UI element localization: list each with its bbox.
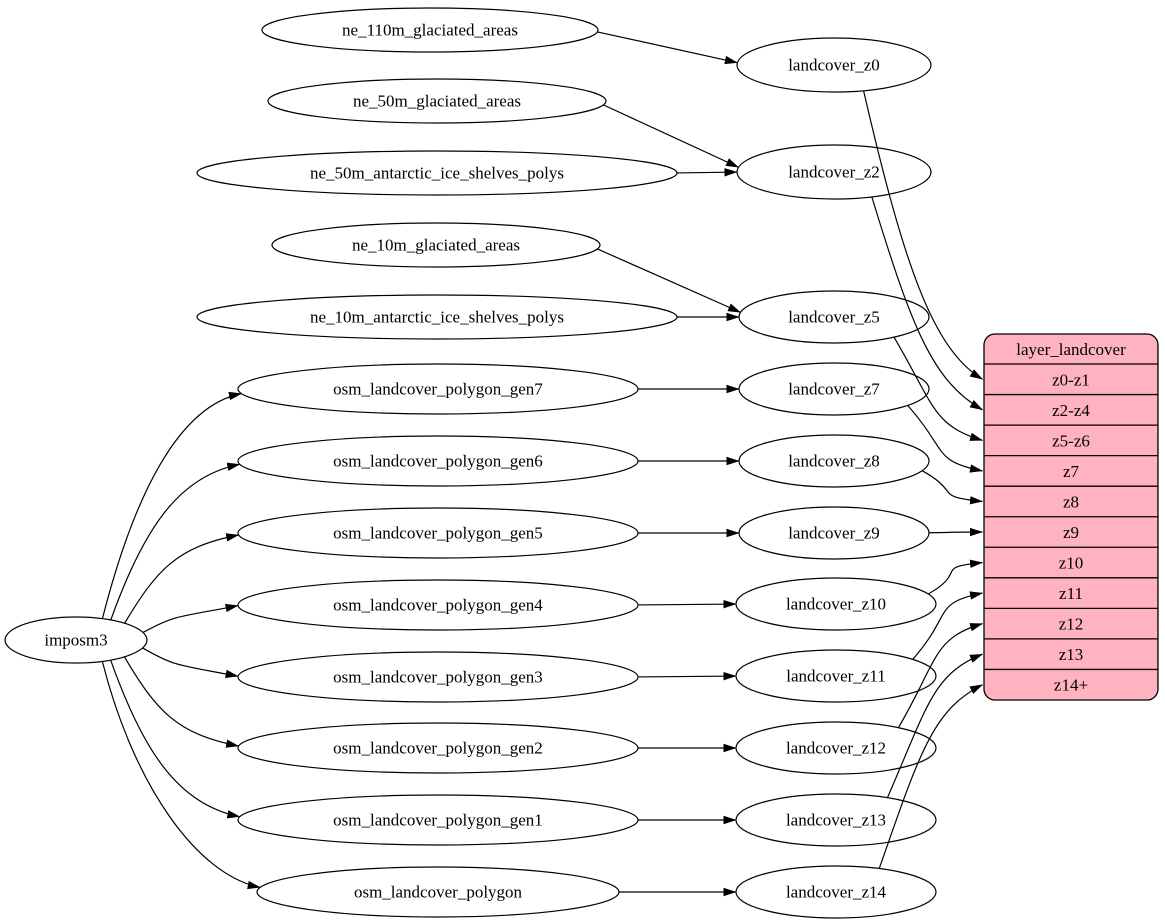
edge-landcover_z8-to-layer_landcover-z8 — [921, 470, 983, 505]
edge-landcover_z2-to-layer_landcover-z2-z4 — [871, 196, 983, 411]
node-landcover_z14: landcover_z14 — [735, 865, 937, 919]
node-label: landcover_z7 — [788, 380, 880, 399]
node-label: ne_10m_antarctic_ice_shelves_polys — [310, 308, 564, 327]
node-label: landcover_z14 — [786, 883, 887, 902]
edge-imposm3-to-osm_landcover_polygon_gen1 — [110, 659, 241, 819]
edge-imposm3-to-osm_landcover_polygon — [101, 661, 261, 890]
node-label: osm_landcover_polygon_gen2 — [333, 739, 543, 758]
node-landcover_z5: landcover_z5 — [738, 290, 930, 344]
node-osm_landcover_polygon_gen4: osm_landcover_polygon_gen4 — [237, 579, 639, 631]
node-ellipse — [736, 37, 932, 93]
record-row-z12: z12 — [1059, 615, 1084, 634]
record-row-z2-z4: z2-z4 — [1052, 401, 1090, 420]
node-landcover_z10: landcover_z10 — [735, 577, 937, 631]
edge-ne_10m_glaciated_areas-to-landcover_z5 — [597, 248, 741, 313]
edge-landcover_z12-to-layer_landcover-z12 — [897, 623, 983, 728]
edge-imposm3-to-osm_landcover_polygon_gen2 — [123, 656, 240, 748]
node-landcover_z13: landcover_z13 — [735, 793, 937, 847]
node-landcover_z0: landcover_z0 — [736, 37, 932, 93]
node-label: ne_50m_antarctic_ice_shelves_polys — [310, 164, 564, 183]
node-label: osm_landcover_polygon — [354, 883, 523, 902]
record-row-z8: z8 — [1063, 492, 1079, 511]
node-label: ne_110m_glaciated_areas — [342, 21, 518, 40]
node-ne_10m_glaciated_areas: ne_10m_glaciated_areas — [271, 222, 601, 268]
node-label: landcover_z5 — [788, 308, 880, 327]
record-row-z11: z11 — [1059, 584, 1083, 603]
edge-ne_110m_glaciated_areas-to-landcover_z0 — [597, 31, 738, 65]
node-osm_landcover_polygon: osm_landcover_polygon — [256, 866, 620, 918]
node-osm_landcover_polygon_gen3: osm_landcover_polygon_gen3 — [237, 651, 639, 703]
edge-landcover_z5-to-layer_landcover-z5-z6 — [893, 336, 983, 441]
edge-ne_50m_antarctic_ice_shelves_polys-to-landcover_z2 — [676, 168, 738, 177]
node-osm_landcover_polygon_gen1: osm_landcover_polygon_gen1 — [237, 794, 639, 846]
node-label: osm_landcover_polygon_gen4 — [333, 596, 543, 615]
node-label: imposm3 — [44, 631, 107, 650]
node-landcover_z2: landcover_z2 — [736, 144, 932, 200]
record-row-z7: z7 — [1063, 462, 1080, 481]
edge-landcover_z0-to-layer_landcover-z0-z1 — [863, 90, 983, 380]
record-row-z5-z6: z5-z6 — [1052, 431, 1090, 450]
node-label: ne_50m_glaciated_areas — [353, 92, 521, 111]
node-osm_landcover_polygon_gen2: osm_landcover_polygon_gen2 — [237, 722, 639, 774]
edge-landcover_z7-to-layer_landcover-z7 — [907, 405, 983, 473]
record-title: layer_landcover — [1016, 340, 1126, 359]
edge-imposm3-to-osm_landcover_polygon_gen6 — [110, 462, 241, 621]
node-label: landcover_z0 — [788, 56, 880, 75]
record-row-z9: z9 — [1063, 523, 1079, 542]
node-label: landcover_z8 — [788, 452, 880, 471]
node-landcover_z7: landcover_z7 — [738, 362, 930, 416]
node-label: osm_landcover_polygon_gen1 — [333, 811, 543, 830]
node-osm_landcover_polygon_gen7: osm_landcover_polygon_gen7 — [237, 363, 639, 415]
node-ellipse — [4, 616, 148, 664]
node-label: ne_10m_glaciated_areas — [352, 236, 520, 255]
edge-osm_landcover_polygon_gen4-to-landcover_z10 — [637, 599, 737, 609]
node-landcover_z9: landcover_z9 — [738, 506, 930, 560]
record-row-z14+: z14+ — [1054, 676, 1088, 695]
node-label: osm_landcover_polygon_gen6 — [333, 452, 543, 471]
edge-imposm3-to-osm_landcover_polygon_gen5 — [124, 533, 240, 624]
record-row-z10: z10 — [1059, 554, 1084, 573]
node-landcover_z8: landcover_z8 — [738, 434, 930, 488]
node-landcover_z11: landcover_z11 — [735, 649, 937, 703]
node-label: osm_landcover_polygon_gen3 — [333, 668, 543, 687]
node-label: osm_landcover_polygon_gen5 — [333, 524, 543, 543]
node-label: landcover_z11 — [786, 667, 885, 686]
node-label: osm_landcover_polygon_gen7 — [333, 380, 543, 399]
node-osm_landcover_polygon_gen5: osm_landcover_polygon_gen5 — [237, 507, 639, 559]
node-ellipse — [271, 222, 601, 268]
node-label: landcover_z10 — [786, 595, 886, 614]
record-row-z0-z1: z0-z1 — [1052, 370, 1090, 389]
edge-imposm3-to-osm_landcover_polygon_gen7 — [101, 391, 242, 619]
node-imposm3: imposm3 — [4, 616, 148, 664]
node-ne_10m_antarctic_ice_shelves_polys: ne_10m_antarctic_ice_shelves_polys — [196, 294, 678, 340]
node-label: landcover_z9 — [788, 524, 880, 543]
node-ne_110m_glaciated_areas: ne_110m_glaciated_areas — [261, 7, 599, 53]
edge-imposm3-to-osm_landcover_polygon_gen3 — [142, 647, 239, 679]
node-ellipse — [267, 78, 607, 124]
edge-landcover_z13-to-layer_landcover-z13 — [886, 653, 983, 798]
edge-imposm3-to-osm_landcover_polygon_gen4 — [142, 603, 239, 633]
edge-osm_landcover_polygon_gen3-to-landcover_z11 — [637, 671, 737, 681]
record-row-z13: z13 — [1059, 645, 1084, 664]
node-label: landcover_z2 — [788, 163, 880, 182]
node-ne_50m_glaciated_areas: ne_50m_glaciated_areas — [267, 78, 607, 124]
edge-ne_50m_glaciated_areas-to-landcover_z2 — [603, 104, 739, 168]
node-landcover_z12: landcover_z12 — [735, 721, 937, 775]
record-layer_landcover: layer_landcover z0-z1 z2-z4 z5-z6 z7 z8 z9 z10 z… — [983, 333, 1159, 701]
node-label: landcover_z12 — [786, 739, 886, 758]
node-ne_50m_antarctic_ice_shelves_polys: ne_50m_antarctic_ice_shelves_polys — [196, 150, 678, 196]
node-osm_landcover_polygon_gen6: osm_landcover_polygon_gen6 — [237, 435, 639, 487]
node-ellipse — [261, 7, 599, 53]
edge-landcover_z11-to-layer_landcover-z11 — [912, 591, 983, 660]
node-ellipse — [196, 150, 678, 196]
edge-landcover_z9-to-layer_landcover-z9 — [928, 527, 983, 537]
edge-landcover_z14-to-layer_landcover-z14+ — [878, 684, 983, 869]
edge-landcover_z10-to-layer_landcover-z10 — [927, 559, 983, 595]
node-label: landcover_z13 — [786, 811, 886, 830]
